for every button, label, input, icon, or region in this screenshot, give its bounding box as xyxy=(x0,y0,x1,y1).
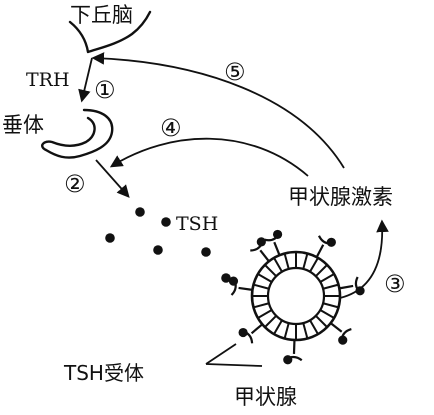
arrow-step-5 xyxy=(91,52,345,169)
arrow-step-4 xyxy=(109,137,309,177)
bound-tsh-molecule xyxy=(338,335,348,345)
tsh-receptor xyxy=(315,235,336,258)
step-1-label: ① xyxy=(94,76,116,104)
step-5-label: ⑤ xyxy=(224,58,246,86)
tsh-molecule xyxy=(105,233,115,243)
tsh-molecule xyxy=(221,273,231,283)
arrow-step-2 xyxy=(95,159,130,198)
bound-tsh-molecule xyxy=(326,237,336,247)
tsh-receptors xyxy=(228,229,365,365)
tsh-receptor xyxy=(238,323,264,344)
trh-label: TRH xyxy=(26,69,70,91)
bound-tsh-molecule xyxy=(355,286,365,296)
bound-tsh-molecule xyxy=(256,237,266,247)
hypothalamus-shape xyxy=(68,10,152,54)
step-4-label: ④ xyxy=(160,114,182,142)
tsh-receptor xyxy=(250,237,270,263)
tsh-molecule xyxy=(201,247,211,257)
bound-tsh-molecule xyxy=(238,327,248,338)
thyroid-follicle xyxy=(250,250,342,342)
arrow-step-1 xyxy=(78,57,93,103)
tsh-molecule xyxy=(153,245,163,255)
bound-tsh-molecule xyxy=(272,229,283,240)
tsh-receptor xyxy=(329,322,352,345)
tsh-label: TSH xyxy=(176,213,218,235)
tsh-receptor xyxy=(283,339,303,365)
arrow-step-3 xyxy=(339,219,389,299)
step-2-label: ② xyxy=(64,170,86,198)
receptor-pointer-line xyxy=(205,343,237,365)
tsh-receptor xyxy=(339,276,365,296)
thyroid-hormone-label: 甲状腺激素 xyxy=(288,185,393,209)
thyroid-label: 甲状腺 xyxy=(234,385,297,409)
pituitary-shape xyxy=(41,108,114,159)
bound-tsh-molecule xyxy=(228,276,239,286)
tsh-receptor xyxy=(228,276,253,296)
hypothalamus-label: 下丘脑 xyxy=(70,3,133,27)
tsh-molecule xyxy=(161,217,171,227)
tsh-molecule xyxy=(135,207,145,217)
step-3-label: ③ xyxy=(384,270,406,298)
tsh-receptor xyxy=(264,229,283,256)
bound-tsh-molecule xyxy=(283,355,293,365)
receptor-pointer-line xyxy=(205,363,263,367)
pituitary-label: 垂体 xyxy=(2,113,44,137)
tsh-receptor-label: TSH受体 xyxy=(63,361,144,385)
